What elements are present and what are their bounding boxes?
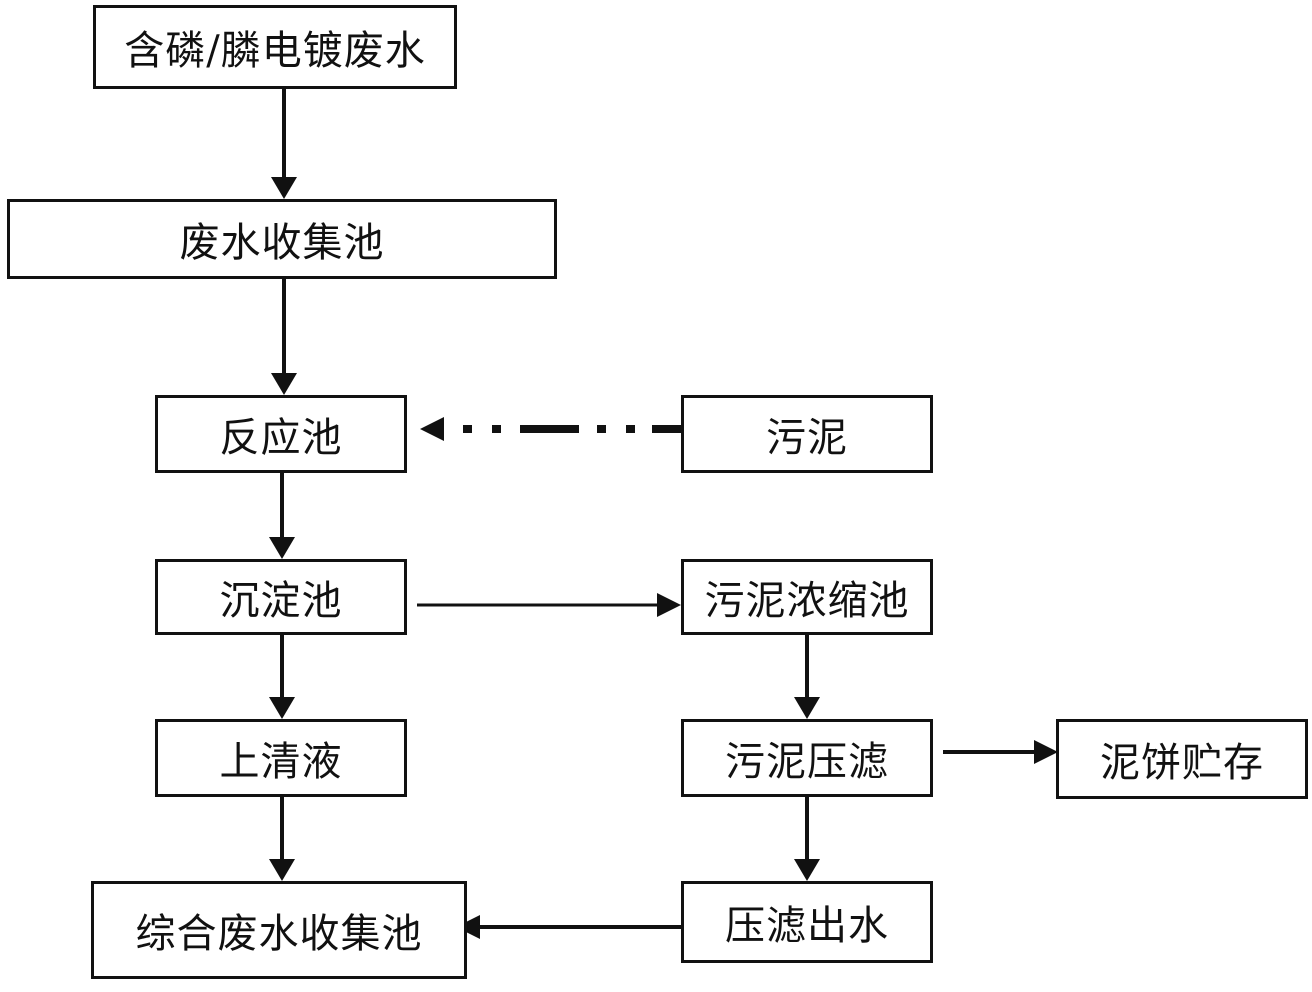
node-combined-collection-tank: 综合废水收集池 xyxy=(91,881,467,979)
node-supernatant: 上清液 xyxy=(155,719,407,797)
arrow-supernatant-to-combined xyxy=(269,797,295,881)
arrow-thickener-to-filterpress xyxy=(794,635,820,719)
node-phosphorus-wastewater: 含磷/膦电镀废水 xyxy=(93,5,457,89)
arrow-filtrate-to-combined xyxy=(456,915,681,939)
node-reaction-tank: 反应池 xyxy=(155,395,407,473)
node-label: 污泥浓缩池 xyxy=(704,578,910,624)
node-sludge-thickener: 污泥浓缩池 xyxy=(681,559,933,635)
node-sludge: 污泥 xyxy=(681,395,933,473)
arrow-filterpress-to-filtrate xyxy=(794,797,820,881)
node-label: 压滤出水 xyxy=(725,903,889,949)
arrow-collection-to-reaction xyxy=(271,279,297,395)
arrow-sedimentation-to-supernatant xyxy=(269,635,295,719)
node-filtrate: 压滤出水 xyxy=(681,881,933,963)
node-collection-tank: 废水收集池 xyxy=(7,199,557,279)
arrow-wastewater-to-collection xyxy=(271,89,297,199)
node-label: 反应池 xyxy=(219,415,343,461)
node-label: 上清液 xyxy=(219,739,343,785)
node-label: 含磷/膦电镀废水 xyxy=(124,28,426,74)
arrow-sedimentation-to-thickener xyxy=(417,593,681,617)
arrow-sludge-to-reaction xyxy=(420,417,681,441)
node-label: 污泥压滤 xyxy=(725,739,889,785)
node-label: 污泥 xyxy=(766,415,848,461)
node-label: 废水收集池 xyxy=(179,220,385,266)
node-label: 沉淀池 xyxy=(219,578,343,624)
node-sludge-cake-storage: 泥饼贮存 xyxy=(1056,719,1308,799)
node-sludge-filter-press: 污泥压滤 xyxy=(681,719,933,797)
arrow-reaction-to-sedimentation xyxy=(269,473,295,559)
node-label: 综合废水收集池 xyxy=(135,911,423,957)
node-label: 泥饼贮存 xyxy=(1100,740,1264,786)
node-sedimentation-tank: 沉淀池 xyxy=(155,559,407,635)
arrow-filterpress-to-cake xyxy=(943,740,1058,764)
